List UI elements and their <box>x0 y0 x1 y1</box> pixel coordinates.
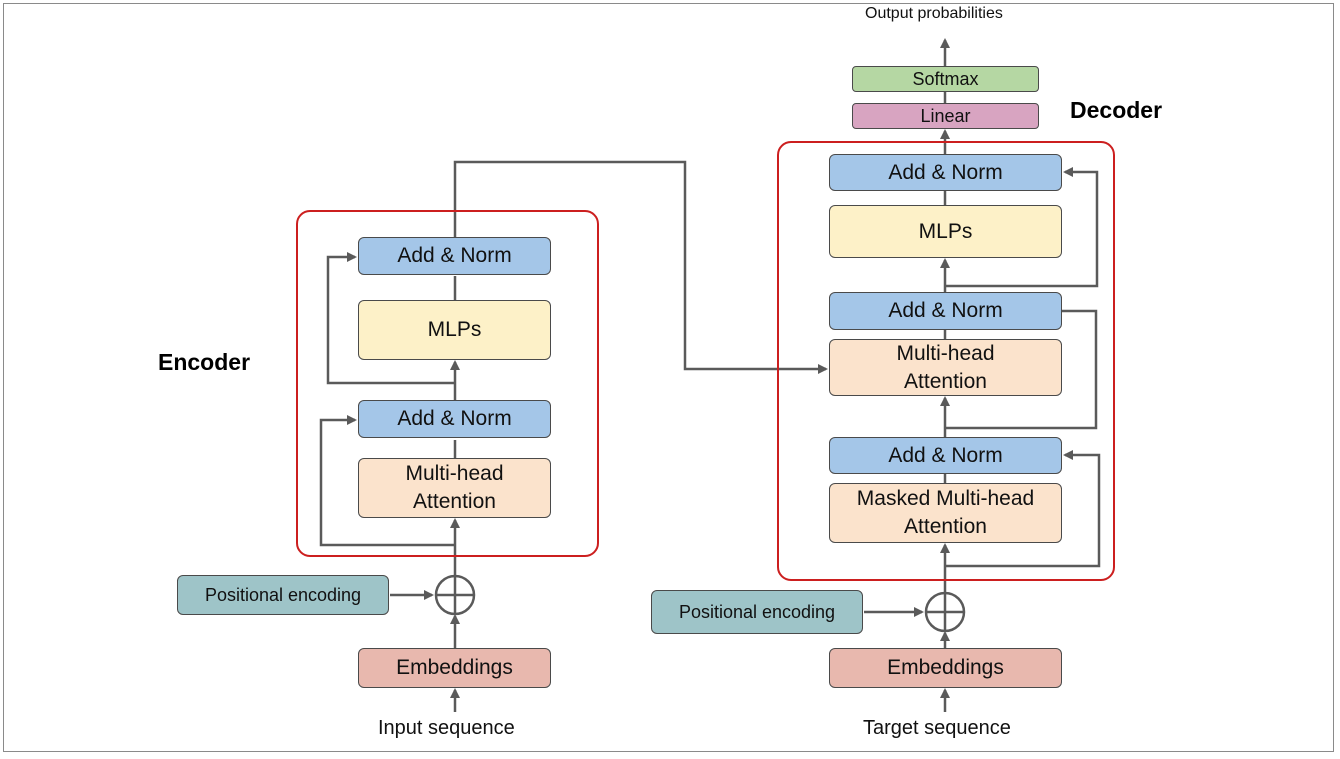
enc-residual-1 <box>319 415 455 547</box>
enc-add-norm-top: Add & Norm <box>358 237 551 275</box>
enc-add-norm-bottom: Add & Norm <box>358 400 551 438</box>
diagram-frame <box>3 3 1334 752</box>
output-probabilities-label: Output probabilities <box>865 5 1003 22</box>
dec-cross-attention-line-1: Multi-head <box>896 341 995 365</box>
enc-multi-head-attention: Multi-head Attention <box>358 458 551 518</box>
encoder-block <box>296 210 599 557</box>
enc-input-label: Input sequence <box>378 717 515 739</box>
dec-masked-attention: Masked Multi-head Attention <box>829 483 1062 543</box>
dec-masked-attention-line-1: Masked Multi-head <box>856 487 1035 510</box>
enc-mlps: MLPs <box>358 300 551 360</box>
dec-masked-attention-line-2: Attention <box>904 515 987 538</box>
softmax-layer: Softmax <box>852 66 1039 92</box>
enc-embeddings: Embeddings <box>358 648 551 688</box>
enc-positional-encoding: Positional encoding <box>177 575 389 615</box>
dec-add-norm-top: Add & Norm <box>829 154 1062 191</box>
dec-mlps: MLPs <box>829 205 1062 258</box>
dec-embeddings: Embeddings <box>829 648 1062 688</box>
decoder-block <box>777 141 1115 581</box>
dec-target-label: Target sequence <box>863 717 1011 739</box>
decoder-title: Decoder <box>1070 97 1163 123</box>
enc-to-decoder <box>453 160 828 374</box>
enc-attention-line-1: Multi-head <box>405 462 504 485</box>
dec-positional-encoding: Positional encoding <box>651 590 863 634</box>
dec-residual-2 <box>945 309 1098 430</box>
linear-layer: Linear <box>852 103 1039 129</box>
enc-residual-2 <box>326 252 455 385</box>
dec-add-norm-mid: Add & Norm <box>829 292 1062 330</box>
dec-residual-1 <box>945 450 1101 568</box>
dec-cross-attention: Multi-head Attention <box>829 339 1062 396</box>
enc-attention-line-2: Attention <box>413 490 496 513</box>
dec-residual-3 <box>945 167 1099 288</box>
dec-sum-node <box>924 591 966 633</box>
encoder-title: Encoder <box>158 349 251 375</box>
enc-sum-node <box>434 574 476 616</box>
dec-add-norm-bottom: Add & Norm <box>829 437 1062 474</box>
dec-cross-attention-line-2: Attention <box>904 369 987 393</box>
